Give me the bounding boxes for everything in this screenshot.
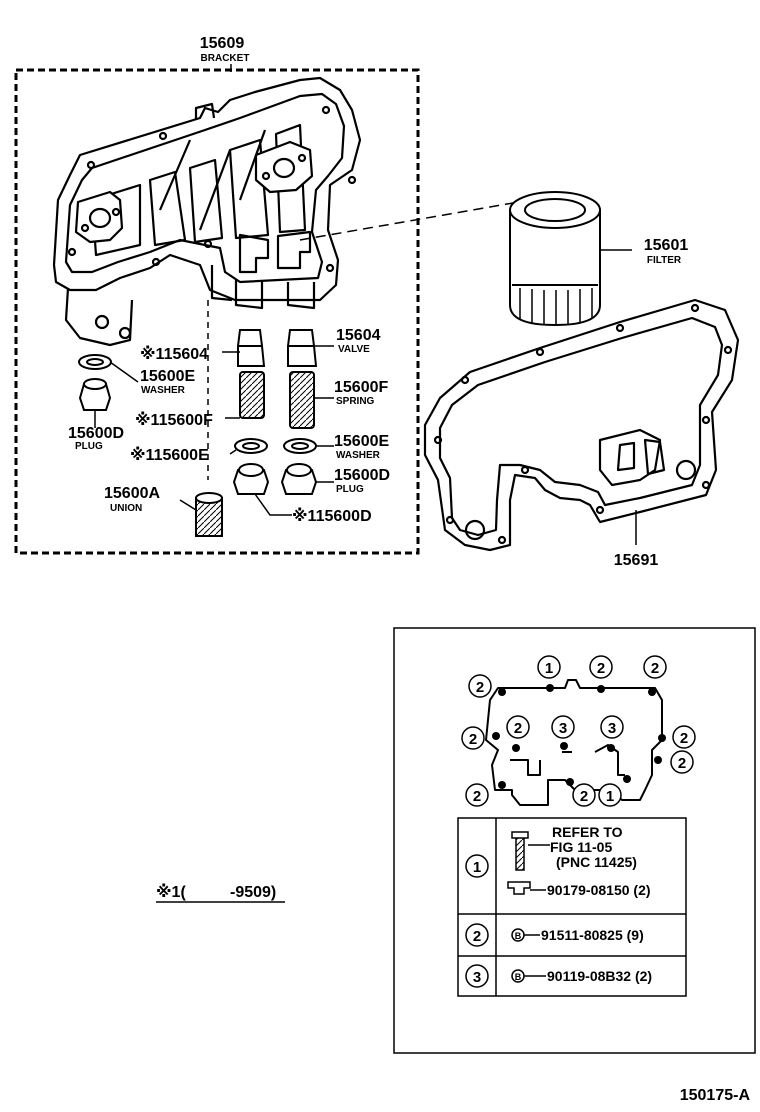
union-drawing (195, 492, 223, 537)
valve-right (287, 329, 318, 367)
washer-left-outer (78, 354, 112, 370)
leader-lines (94, 345, 334, 516)
table-row1-line4: 90179-08150 (2) (547, 882, 651, 898)
bolt-table (457, 817, 687, 997)
svg-text:1: 1 (606, 788, 614, 805)
callout-circle: 1 (537, 655, 561, 679)
bracket-group-frame (14, 68, 420, 555)
svg-text:3: 3 (608, 720, 616, 737)
svg-text:1: 1 (545, 660, 553, 677)
inset-callouts: 2 1 2 2 2 2 3 3 2 2 2 2 1 (461, 655, 696, 807)
plug-outer-part-number: 15600D (68, 425, 124, 442)
washer-left-part-number: ※115600E (130, 446, 209, 464)
svg-text:B: B (515, 972, 522, 982)
union-name: UNION (110, 503, 142, 514)
svg-text:2: 2 (580, 788, 588, 805)
callout-circle: 2 (468, 674, 492, 698)
gasket-part-number: 15691 (614, 552, 659, 569)
inset-gasket-outline (485, 679, 663, 806)
svg-text:1: 1 (473, 859, 481, 876)
b-bolt-icon: B (511, 969, 525, 983)
plug-right (280, 463, 318, 495)
callout-circle: 2 (465, 783, 489, 807)
table-key-3: 3 (465, 964, 489, 988)
svg-text:2: 2 (597, 660, 605, 677)
plug-bottom-part-number: ※115600D (292, 507, 372, 525)
spring-part-number: 15600F (334, 379, 388, 396)
table-key-2: 2 (465, 923, 489, 947)
table-row1-line1: REFER TO (552, 824, 623, 840)
bracket-part-number: 15609 (200, 35, 245, 52)
washer-right (283, 438, 317, 454)
callout-circle: 2 (672, 725, 696, 749)
valve-left (237, 329, 266, 367)
svg-text:2: 2 (678, 755, 686, 772)
bolt-inset-frame (393, 627, 756, 1054)
washer-outer-part-number: 15600E (140, 368, 195, 385)
bracket-name: BRACKET (201, 53, 250, 64)
bracket-drawing (52, 76, 362, 347)
footnote-range: -9509) (230, 884, 276, 901)
callout-circle: 2 (572, 783, 596, 807)
callout-circle: 2 (506, 715, 530, 739)
table-row2-line1: 91511-80825 (9) (541, 927, 644, 943)
bolt-icon (511, 831, 529, 871)
flange-bolt-icon (507, 881, 531, 895)
spring-name: SPRING (336, 396, 375, 407)
figure-id: 150175-A (680, 1087, 751, 1104)
spring-left-part-number: ※115600F (135, 411, 213, 429)
washer-left (234, 438, 268, 454)
gasket-drawing (423, 298, 740, 552)
svg-text:2: 2 (651, 660, 659, 677)
table-key-1: 1 (465, 854, 489, 878)
table-row1-line2: FIG 11-05 (550, 839, 612, 855)
table-row1-line3: (PNC 11425) (556, 854, 637, 870)
plug-outer-name: PLUG (75, 441, 103, 452)
valve-left-part-number: ※115604 (140, 345, 208, 363)
callout-circle: 2 (589, 655, 613, 679)
svg-text:2: 2 (473, 788, 481, 805)
callout-circle: 1 (598, 783, 622, 807)
svg-text:2: 2 (514, 720, 522, 737)
filter-name: FILTER (647, 255, 682, 266)
table-row3-line1: 90119-08B32 (2) (547, 968, 652, 984)
valve-name: VALVE (338, 344, 370, 355)
plug-right-part-number: 15600D (334, 467, 390, 484)
svg-text:2: 2 (476, 679, 484, 696)
b-bolt-icon: B (511, 928, 525, 942)
spring-left (239, 371, 265, 419)
union-part-number: 15600A (104, 485, 160, 502)
svg-text:2: 2 (469, 731, 477, 748)
plug-left (232, 463, 270, 495)
spring-right (289, 371, 315, 429)
svg-text:3: 3 (473, 969, 481, 986)
inset-bolt-points (492, 684, 666, 789)
callout-circle: 3 (551, 715, 575, 739)
plug-left-outer (78, 378, 112, 411)
svg-text:2: 2 (680, 730, 688, 747)
washer-right-part-number: 15600E (334, 433, 389, 450)
filter-part-number: 15601 (644, 237, 689, 254)
washer-outer-name: WASHER (141, 385, 186, 396)
oil-filter (509, 191, 601, 327)
svg-text:2: 2 (473, 928, 481, 945)
callout-circle: 2 (461, 726, 485, 750)
valve-part-number: 15604 (336, 327, 381, 344)
washer-right-name: WASHER (336, 450, 381, 461)
svg-text:B: B (515, 931, 522, 941)
footnote-prefix: ※1( (156, 883, 186, 901)
svg-text:3: 3 (559, 720, 567, 737)
plug-right-name: PLUG (336, 484, 364, 495)
callout-circle: 3 (600, 715, 624, 739)
callout-circle: 2 (670, 750, 694, 774)
callout-circle: 2 (643, 655, 667, 679)
